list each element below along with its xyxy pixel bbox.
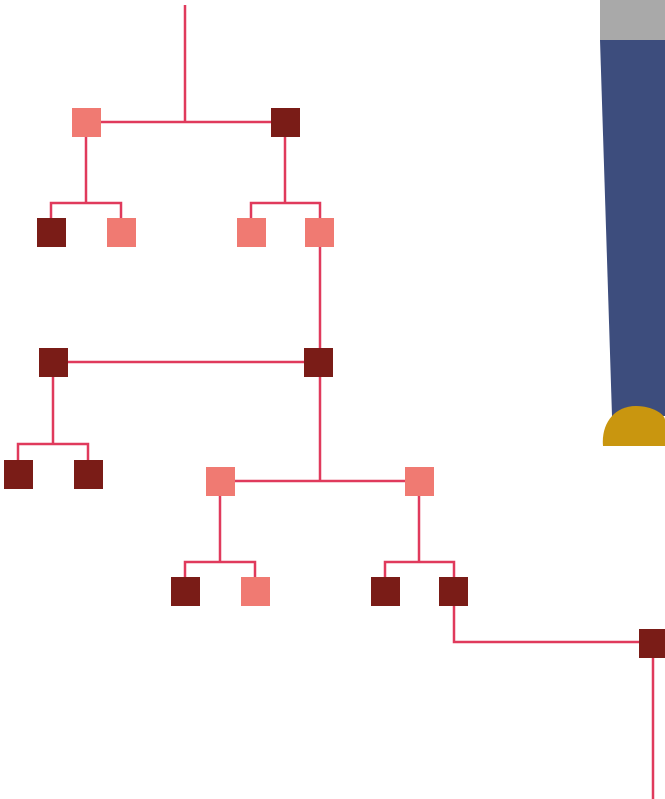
hand-icon xyxy=(602,406,665,446)
person-node-g4-c xyxy=(206,467,235,496)
sibling-line-g5-right xyxy=(383,560,456,577)
descent-line-g5d xyxy=(452,605,640,644)
sleeve xyxy=(600,40,665,416)
person-node-g4-a xyxy=(4,460,33,489)
person-arm-figure xyxy=(600,0,665,446)
person-node-g2-c xyxy=(237,218,266,247)
person-node-g4-d xyxy=(405,467,434,496)
person-node-g3-right xyxy=(304,348,333,377)
person-node-g2-a xyxy=(37,218,66,247)
person-node-g5-d xyxy=(439,577,468,606)
sibling-line-g5-left xyxy=(183,560,257,577)
shirt-cuff xyxy=(600,0,665,40)
person-node-g5-b xyxy=(241,577,270,606)
person-node-g2-b xyxy=(107,218,136,247)
person-node-g4-b xyxy=(74,460,103,489)
person-node-g5-a xyxy=(171,577,200,606)
person-node-g1-right xyxy=(271,108,300,137)
sibling-line-g4-left xyxy=(16,442,90,460)
sibling-line-g2-right xyxy=(249,201,322,218)
person-node-g3-left xyxy=(39,348,68,377)
person-node-g6-descendant xyxy=(639,629,665,658)
person-node-g1-left xyxy=(72,108,101,137)
connector-lines xyxy=(16,5,655,799)
person-node-g2-d xyxy=(305,218,334,247)
person-node-g5-c xyxy=(371,577,400,606)
person-nodes xyxy=(4,108,665,658)
sibling-line-g2-left xyxy=(49,201,123,218)
